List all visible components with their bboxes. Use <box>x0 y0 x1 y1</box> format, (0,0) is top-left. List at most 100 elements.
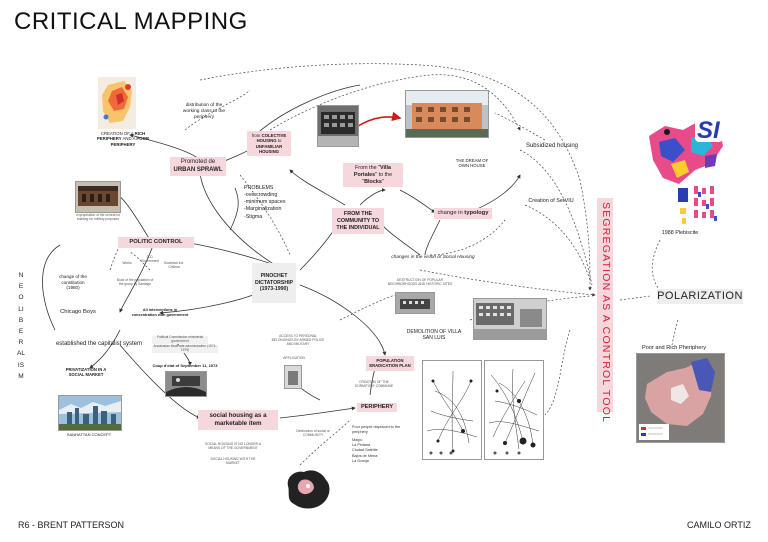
mini-works: Works <box>122 261 132 265</box>
collective-text-c: to <box>276 138 282 144</box>
typology-text-b: typology <box>464 210 489 216</box>
problem-item: -minimum spaces <box>244 199 286 206</box>
social-housing-means-caption: SOCIAL HOUSING IS NO LONGER A MEANS OF T… <box>205 442 261 450</box>
demolition-villa-san-luis-node: DEMOLITION OF VILLA SAN LUIS <box>406 329 462 342</box>
polarization-label: POLARIZATION <box>657 289 743 304</box>
collective-text-d: UNFAMILIAR HOUSING <box>255 143 283 155</box>
rich-poor-periphery-node: CREATION OF A RICH PERIPHERY AND A POOR … <box>88 131 158 147</box>
access-caption: ACCESS TO PERSONAL BELONGINGS BY ARMED P… <box>271 334 325 346</box>
si-campaign-image: SI <box>649 114 723 184</box>
plebiscite-caption: 1988 Plebiscite <box>661 230 699 236</box>
community-to-individual-node: FROM THE COMMUNITY TO THE INDIVIDUAL <box>332 208 384 235</box>
plebiscite-small-graphic <box>676 184 720 228</box>
problem-item: -Marginalization <box>244 206 282 213</box>
commune-item: La Granja <box>352 458 369 463</box>
periphery-node: PERIPHERY <box>357 403 397 412</box>
villa-portales-node: From the "Villa Portales" to the "Blocks… <box>343 163 403 188</box>
urban-sprawl-line1: Promoted de <box>180 159 216 165</box>
coup-bw-image <box>166 372 206 396</box>
problems-title: PROBLEMS <box>244 185 274 191</box>
commune-item: Maipú <box>352 437 363 442</box>
commune-item: La Pintana <box>352 442 371 447</box>
rich-periphery-text-c: AND A <box>121 136 137 142</box>
administration-caption: Andalusian Moderate administration (1974… <box>152 344 218 353</box>
periphery-map-image <box>637 354 724 442</box>
politic-control-node: POLITIC CONTROL <box>118 237 194 249</box>
coup-photo <box>165 371 207 397</box>
rich-periphery-text-a: CREATION OF A <box>100 131 135 136</box>
plebiscite-small-image <box>678 186 717 224</box>
subsidized-housing-node: Subsidized housing <box>525 143 579 149</box>
villa-text-e: " <box>381 178 384 185</box>
villa-text-c: " to the " <box>362 171 393 185</box>
footer-right: CAMILO ORTIZ <box>687 520 751 530</box>
collective-text-a: from <box>251 133 262 138</box>
mini-government: G.D. Government <box>140 255 160 263</box>
villa-san-luis-image <box>474 299 546 339</box>
neoliberalism-vertical-label: NEOLIBERALISM <box>17 272 25 380</box>
neighborhood-bw-image <box>396 293 434 313</box>
mini-society: Sociedad Ind. Chilena <box>163 261 185 269</box>
communes-list: Poor people displaced to the periphery M… <box>352 425 408 464</box>
housing-photo-1 <box>317 105 359 147</box>
mini-book: Book of the population of the group by S… <box>116 278 154 286</box>
eradication-map-2 <box>484 360 544 460</box>
commune-item: Bajos de Mena <box>352 453 378 458</box>
destruction-community-caption: Destruction of social or COMMUNITY <box>296 429 330 437</box>
constitution-node: change of the constitution (1980) <box>59 274 87 291</box>
dormitory-commune-caption: CREATION OF THE DORMITORY COMMUNE <box>354 380 394 388</box>
rich-periphery-text-b: RICH PERIPHERY <box>96 131 146 142</box>
villa-text-d: Blocks <box>364 178 382 185</box>
route-map-2-image <box>485 361 543 459</box>
segregation-vertical-label <box>597 198 613 412</box>
rich-periphery-text-d: POOR PERIPHERY <box>110 136 150 147</box>
chicago-boys-node: Chicago Boys <box>60 309 96 315</box>
neighborhood-photo <box>395 292 435 314</box>
block-building-image <box>406 91 488 137</box>
route-map-1-image <box>423 361 481 459</box>
application-image <box>285 366 301 388</box>
military-building-image <box>76 182 120 212</box>
military-building-photo <box>75 181 121 213</box>
segregation-vertical-text: SEGREGATION AS A CONTROL TOOL <box>600 202 612 424</box>
dream-own-house-node: THE DREAM OF OWN HOUSE <box>455 158 489 169</box>
typology-text-a: change in <box>437 210 465 216</box>
problem-item: -overcrowding <box>244 192 278 199</box>
coup-node: Coup d'etat of September 11, 1973 <box>152 363 218 368</box>
problems-list: PROBLEMS -overcrowding -minimum spaces -… <box>244 185 286 221</box>
heat-map-image <box>102 81 132 123</box>
interventions-node: All interventions in concentration with … <box>131 308 189 317</box>
sanhattan-caption: SANHATTAN CONCEPT <box>66 432 112 437</box>
destruction-neighborhoods-caption: DESTRUCTION OF POPULAR NEIGHBORHOODS AND… <box>387 278 453 286</box>
capitalist-node: established the capitalist system <box>55 341 143 347</box>
housing-photo-2 <box>405 90 489 138</box>
page-title: CRITICAL MAPPING <box>14 8 248 35</box>
application-caption: APPLICATION <box>283 356 305 360</box>
dark-map-image <box>287 470 330 509</box>
typology-node: change in typology <box>434 208 492 220</box>
si-logo-text: SI <box>697 117 721 144</box>
eradication-map-1 <box>422 360 482 460</box>
poor-rich-periphery-map <box>636 353 725 443</box>
pinochet-dictatorship-node: PINOCHET DICTATORSHIP (1973-1990) <box>252 263 296 303</box>
poor-rich-periphery-caption: Poor and Rich Pheriphery <box>641 345 707 351</box>
distribution-node: distribution of the working class to the… <box>182 103 226 120</box>
building-bw-image <box>318 106 358 146</box>
dark-map-blob <box>282 466 334 512</box>
serviu-node: Creation of SerVIU <box>528 198 574 204</box>
military-caption: expropriation of the central lot buildin… <box>76 213 120 221</box>
villa-text-b: Villa Portales <box>353 165 391 178</box>
collective-text-b: COLECTIVE HOUSING <box>256 133 287 144</box>
footer-left: R6 - BRENT PATTERSON <box>18 520 125 530</box>
population-eradication-node: POPULATION ERADICATION PLAN <box>366 356 414 371</box>
villa-san-luis-photo <box>473 298 547 340</box>
application-photo <box>284 365 302 389</box>
urban-sprawl-node: Promoted de URBAN SPRAWL <box>170 157 226 176</box>
commission-caption: Political Commission ministerial governm… <box>152 335 208 344</box>
sanhattan-photo <box>58 395 122 431</box>
santiago-map-thumbnail <box>98 77 136 129</box>
poor-people-caption: Poor people displaced to the periphery <box>352 425 401 435</box>
social-housing-market-caption: SOCIAL HOUSING WITH THE MARKET <box>210 457 256 465</box>
plebiscite-graphic: SI <box>645 112 727 194</box>
privatization-node: PRIVATIZATION IN A SOCIAL MARKET <box>65 367 107 378</box>
